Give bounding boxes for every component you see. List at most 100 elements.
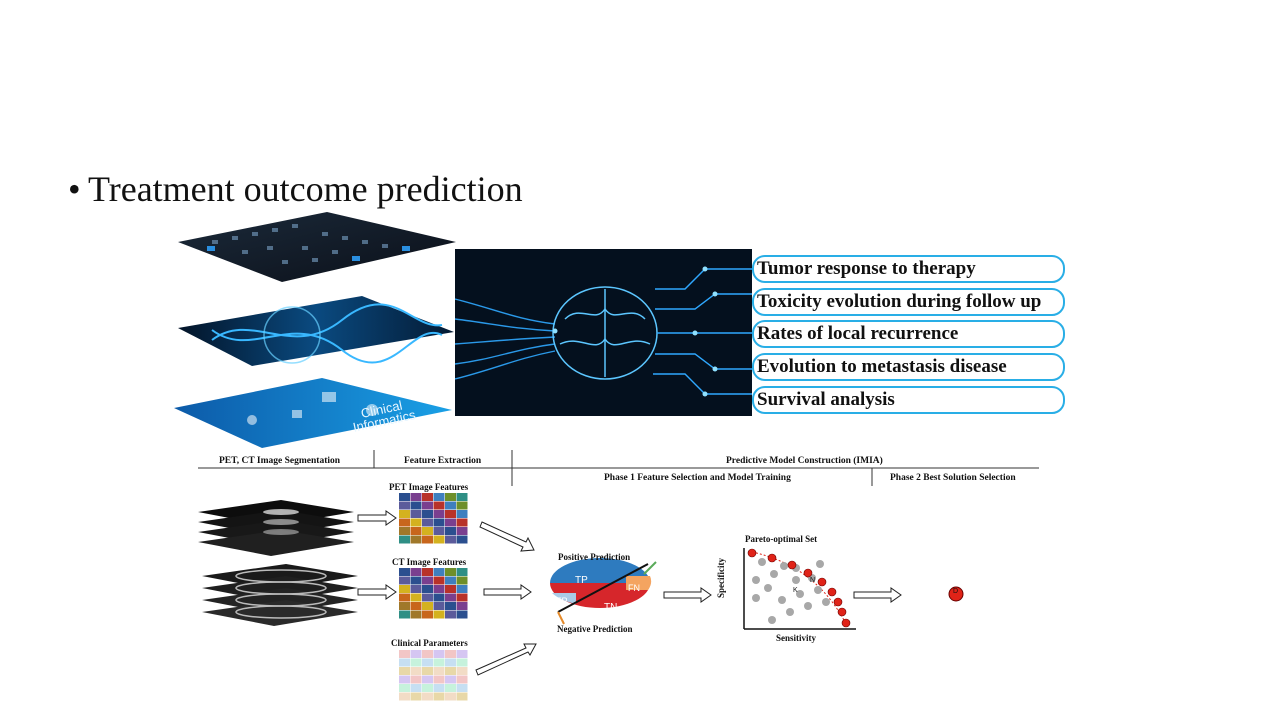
grid-cell	[433, 593, 445, 602]
grey-point	[822, 598, 830, 606]
grid-cell	[456, 568, 468, 576]
grid-cell	[445, 658, 456, 667]
grey-point	[768, 616, 776, 624]
grid-cell	[445, 610, 456, 619]
pareto-y-axis-label: Specificity	[716, 558, 726, 598]
grid-cell	[445, 684, 456, 692]
grid-cell	[422, 568, 433, 576]
pareto-point	[841, 618, 851, 628]
grid-cell	[422, 518, 433, 527]
grid-cell	[399, 527, 410, 535]
phase2-header: Phase 2 Best Solution Selection	[890, 473, 1016, 483]
grey-point	[758, 558, 766, 566]
grid-cell	[456, 692, 468, 701]
confusion-pie-chart	[550, 558, 657, 625]
grey-point	[752, 594, 760, 602]
grid-cell	[399, 493, 410, 501]
clinical-parameter-grid	[399, 650, 468, 701]
grid-cell	[422, 576, 433, 585]
tp-label: TP	[575, 575, 588, 586]
grid-cell	[456, 518, 468, 527]
outcome-toxicity: Toxicity evolution during follow up	[752, 288, 1065, 316]
grid-cell	[399, 518, 410, 527]
grid-cell	[410, 658, 422, 667]
grey-point	[796, 590, 804, 598]
grey-point	[778, 596, 786, 604]
pipeline-diagram	[198, 493, 964, 701]
grid-cell	[422, 501, 433, 510]
grey-point	[814, 586, 822, 594]
grid-cell	[422, 658, 433, 667]
grid-cell	[422, 692, 433, 701]
clinical-parameters-label: Clinical Parameters	[391, 638, 468, 648]
grid-cell	[422, 675, 433, 684]
grid-cell	[410, 493, 422, 501]
grid-cell	[422, 610, 433, 619]
grid-cell	[399, 576, 410, 585]
fn-label: FN	[628, 583, 640, 593]
grid-cell	[456, 675, 468, 684]
grid-cell	[445, 527, 456, 535]
grey-point	[792, 576, 800, 584]
outcome-survival: Survival analysis	[752, 386, 1065, 414]
grey-point	[770, 570, 778, 578]
genomics-layer	[178, 296, 454, 366]
fp-label: FP	[556, 596, 568, 606]
grid-cell	[433, 576, 445, 585]
grid-cell	[433, 610, 445, 619]
marker-n-label: N	[810, 577, 816, 584]
pareto-point	[837, 607, 847, 617]
grid-cell	[422, 510, 433, 518]
grid-cell	[445, 576, 456, 585]
pet-features-label: PET Image Features	[389, 482, 469, 492]
grid-cell	[399, 568, 410, 576]
pareto-x-axis-label: Sensitivity	[776, 633, 817, 643]
phase1-header: Phase 1 Feature Selection and Model Trai…	[604, 473, 791, 483]
pet-scan-stack	[198, 500, 354, 556]
pet-feature-grid	[399, 493, 468, 544]
grid-cell	[410, 650, 422, 658]
pareto-plot	[743, 548, 856, 630]
grid-cell	[433, 650, 445, 658]
pareto-point	[767, 553, 777, 563]
grid-cell	[410, 675, 422, 684]
grid-cell	[445, 535, 456, 544]
grid-cell	[433, 602, 445, 610]
grid-cell	[456, 510, 468, 518]
grid-cell	[445, 675, 456, 684]
grid-cell	[410, 527, 422, 535]
grid-cell	[410, 576, 422, 585]
grid-cell	[433, 658, 445, 667]
grid-cell	[410, 684, 422, 692]
grid-cell	[433, 527, 445, 535]
grey-point	[816, 560, 824, 568]
stage-segmentation-header: PET, CT Image Segmentation	[219, 456, 341, 466]
grid-cell	[422, 585, 433, 593]
best-solution-label: D	[953, 588, 959, 595]
grid-cell	[445, 593, 456, 602]
grid-cell	[456, 684, 468, 692]
grid-cell	[433, 535, 445, 544]
bullet-dot-icon: •	[68, 169, 81, 209]
outcome-tumor-response: Tumor response to therapy	[752, 255, 1065, 283]
grid-cell	[445, 501, 456, 510]
grid-cell	[445, 493, 456, 501]
grid-cell	[445, 667, 456, 675]
grid-cell	[399, 610, 410, 619]
grid-cell	[399, 692, 410, 701]
grid-cell	[399, 684, 410, 692]
grid-cell	[433, 493, 445, 501]
pareto-point	[833, 597, 843, 607]
grid-cell	[445, 518, 456, 527]
grid-cell	[410, 568, 422, 576]
grid-cell	[433, 692, 445, 701]
grid-cell	[433, 518, 445, 527]
grid-cell	[422, 667, 433, 675]
grid-cell	[410, 585, 422, 593]
grid-cell	[410, 667, 422, 675]
grid-cell	[410, 593, 422, 602]
stage-model-construction-header: Predictive Model Construction (IMIA)	[726, 456, 883, 466]
grid-cell	[410, 535, 422, 544]
ct-features-label: CT Image Features	[392, 557, 467, 567]
grid-cell	[422, 650, 433, 658]
